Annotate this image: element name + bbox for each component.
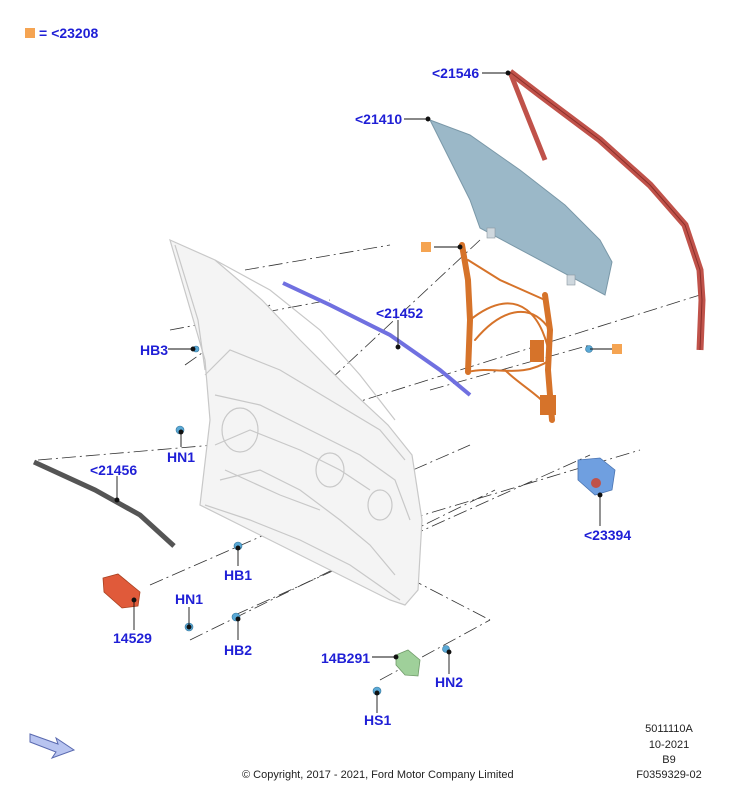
doc-number: 5011110A bbox=[645, 723, 693, 735]
label-23394[interactable]: <23394 bbox=[584, 527, 632, 543]
legend-equals: = bbox=[39, 25, 48, 41]
label-21546[interactable]: <21546 bbox=[432, 65, 480, 81]
label-14529[interactable]: 14529 bbox=[113, 630, 152, 646]
label-hb1[interactable]: HB1 bbox=[224, 567, 253, 583]
arrow-right-icon[interactable] bbox=[28, 728, 78, 760]
label-14b291[interactable]: 14B291 bbox=[321, 650, 371, 666]
glass-run-seal bbox=[507, 69, 706, 351]
doc-revision: B9 bbox=[662, 754, 676, 766]
label-21456[interactable]: <21456 bbox=[90, 462, 138, 478]
legend-marker-regulator bbox=[421, 242, 431, 252]
bracket-14529 bbox=[102, 573, 141, 609]
label-hn2[interactable]: HN2 bbox=[435, 674, 464, 690]
legend-square-icon bbox=[25, 28, 35, 38]
legend-code: <23208 bbox=[51, 25, 99, 41]
belt-moulding bbox=[282, 281, 472, 397]
lower-seal bbox=[32, 459, 176, 548]
label-hb3[interactable]: HB3 bbox=[140, 342, 169, 358]
copyright-text: © Copyright, 2017 - 2021, Ford Motor Com… bbox=[242, 769, 514, 781]
legend-marker-motor-screw bbox=[612, 344, 622, 354]
label-hn1-bottom[interactable]: HN1 bbox=[175, 591, 204, 607]
window-motor bbox=[577, 457, 616, 496]
window-regulator bbox=[459, 242, 556, 423]
doc-date: 10-2021 bbox=[648, 739, 690, 751]
label-21452[interactable]: <21452 bbox=[376, 305, 424, 321]
label-21410[interactable]: <21410 bbox=[355, 111, 403, 127]
leader-lines bbox=[114, 70, 612, 713]
connector-14b291 bbox=[395, 649, 421, 677]
figure-id: F0359329-02 bbox=[636, 769, 702, 781]
label-hb2[interactable]: HB2 bbox=[224, 642, 253, 658]
door-glass bbox=[428, 119, 613, 296]
label-hn1-top[interactable]: HN1 bbox=[167, 449, 196, 465]
label-hs1[interactable]: HS1 bbox=[364, 712, 392, 728]
legend: = <23208 bbox=[25, 25, 98, 41]
door-inner-panel bbox=[169, 238, 423, 606]
